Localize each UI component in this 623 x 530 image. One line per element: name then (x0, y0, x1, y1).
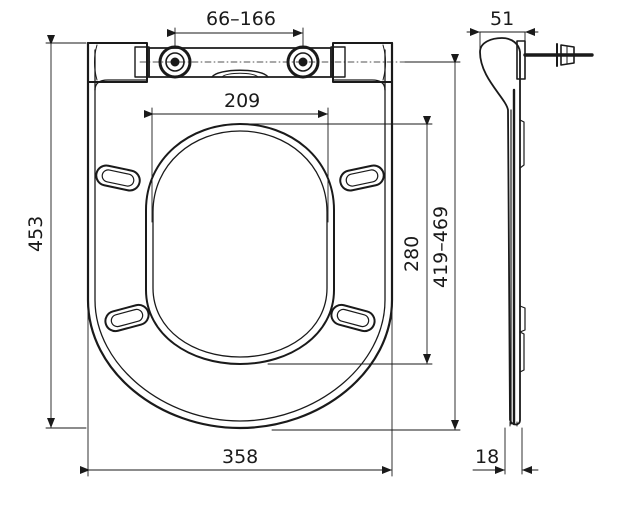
seat-outline (86, 41, 394, 430)
side-dimension-lines (466, 28, 539, 475)
dim-profile-thickness: 18 (475, 446, 500, 468)
lid-opening (145, 123, 335, 365)
bumper-pad-bottom-right (330, 303, 376, 333)
mounting-bolt (523, 43, 594, 67)
bumper-pad-bottom-left (104, 303, 150, 333)
dim-overall-height: 453 (25, 215, 47, 252)
dim-inner-opening-width: 209 (224, 90, 261, 112)
dim-overall-width: 358 (222, 446, 259, 468)
dim-profile-depth: 51 (490, 8, 515, 30)
dim-hinge-spacing: 66–166 (206, 8, 276, 30)
bumper-pad-top-right (339, 164, 385, 192)
seat-profile (479, 37, 526, 427)
bumper-pad-top-left (95, 164, 141, 192)
dimension-lines (45, 27, 461, 477)
dim-mounting-range: 419–469 (430, 205, 452, 288)
dim-inner-opening-height: 280 (401, 235, 423, 272)
hinge-bar (148, 47, 332, 78)
